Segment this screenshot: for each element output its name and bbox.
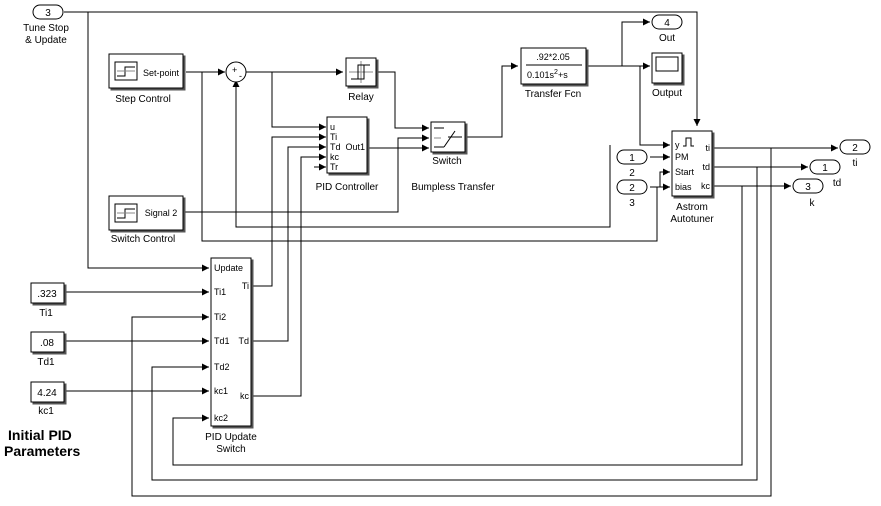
- wires: [64, 11, 838, 497]
- astrom-label-1: Astrom: [676, 202, 708, 213]
- tune-stop-value: 3: [45, 8, 51, 19]
- astrom-port-pm: PM: [675, 152, 689, 162]
- tune-stop-inport[interactable]: 3 Tune Stop & Update: [23, 4, 69, 46]
- constant-td1-label: Td1: [37, 357, 55, 368]
- switch-block[interactable]: Switch: [430, 121, 466, 167]
- pus-label-1: PID Update: [205, 432, 257, 443]
- inport-1-label: 2: [629, 168, 635, 179]
- astrom-port-ti: ti: [706, 143, 711, 153]
- outport-3-value: 3: [805, 182, 811, 193]
- relay-label: Relay: [348, 92, 374, 103]
- tf-numerator: .92*2.05: [536, 52, 570, 62]
- constant-ti1-value: .323: [37, 289, 57, 300]
- pid-port-kc: kc: [330, 152, 340, 162]
- astrom-label-2: Autotuner: [670, 214, 714, 225]
- tf-denominator: 0.101s2+s: [527, 69, 568, 80]
- transfer-fcn-block[interactable]: .92*2.05 0.101s2+s Transfer Fcn: [520, 47, 587, 100]
- pus-port-td1: Td1: [214, 336, 230, 346]
- out4-label: Out: [659, 33, 675, 44]
- pid-update-switch-block[interactable]: Update Ti1 Ti2 Td1 Td2 kc1 kc2 Ti Td kc …: [205, 257, 257, 455]
- pus-port-ti-out: Ti: [242, 281, 249, 291]
- bumpless-transfer-label: Bumpless Transfer: [411, 182, 495, 193]
- inport-2-label: 3: [629, 198, 635, 209]
- pus-port-td2: Td2: [214, 362, 230, 372]
- constant-td1-value: .08: [40, 338, 54, 349]
- pid-port-u: u: [330, 122, 335, 132]
- tf-denominator-b: +s: [558, 70, 568, 80]
- switch-control-label: Switch Control: [111, 234, 175, 245]
- pid-port-td: Td: [330, 142, 341, 152]
- inport-1[interactable]: 1 2: [616, 149, 648, 179]
- inport-2-value: 2: [629, 183, 635, 194]
- outport-3-label: k: [810, 198, 816, 209]
- sum-block[interactable]: + -: [225, 61, 247, 83]
- sum-plus: +: [232, 65, 237, 75]
- constant-kc1-label: kc1: [38, 406, 54, 417]
- switch-control-block[interactable]: Signal 2 Switch Control: [108, 195, 184, 245]
- astrom-autotuner-block[interactable]: y PM Start bias ti td kc Astrom Autotune…: [670, 130, 714, 225]
- constant-ti1-label: Ti1: [39, 308, 53, 319]
- pus-port-td-out: Td: [238, 336, 249, 346]
- relay-block[interactable]: Relay: [345, 57, 377, 103]
- signal-icon: [114, 203, 138, 223]
- pus-port-kc1: kc1: [214, 386, 228, 396]
- transfer-fcn-label: Transfer Fcn: [525, 89, 581, 100]
- outport-1-value: 1: [822, 163, 828, 174]
- pus-port-ti2: Ti2: [214, 312, 226, 322]
- constant-kc1-value: 4.24: [37, 388, 57, 399]
- step-control-block[interactable]: Set-point Step Control: [108, 53, 184, 105]
- tune-stop-label-2: & Update: [25, 35, 67, 46]
- switch-icon: [434, 127, 462, 148]
- pulse-icon: [683, 137, 694, 147]
- pid-port-out1: Out1: [345, 142, 365, 152]
- outport-2[interactable]: 2 ti: [839, 139, 871, 169]
- sum-minus: -: [239, 71, 242, 81]
- tf-denominator-a: 0.101s: [527, 70, 555, 80]
- scope-block[interactable]: Output: [651, 52, 683, 99]
- relay-icon: [349, 61, 373, 83]
- pid-port-tr: Tr: [330, 162, 338, 172]
- annotation-line-1: Initial PID: [8, 427, 72, 443]
- constant-kc1[interactable]: 4.24 kc1: [30, 381, 65, 417]
- outport-2-label: ti: [853, 158, 858, 169]
- pid-port-ti: Ti: [330, 132, 337, 142]
- inport-2[interactable]: 2 3: [616, 179, 648, 209]
- step-control-label: Step Control: [115, 94, 171, 105]
- scope-screen-icon: [655, 56, 679, 72]
- tune-stop-label: Tune Stop: [23, 23, 69, 34]
- outport-1-label: td: [833, 178, 841, 189]
- outport-2-value: 2: [852, 143, 858, 154]
- pus-port-ti1: Ti1: [214, 287, 226, 297]
- step-icon: [114, 61, 138, 81]
- scope-label: Output: [652, 88, 682, 99]
- pus-port-kc-out: kc: [240, 391, 250, 401]
- constant-td1[interactable]: .08 Td1: [30, 331, 65, 368]
- astrom-port-td: td: [702, 162, 710, 172]
- outport-1[interactable]: 1 td: [809, 159, 841, 189]
- switch-control-inner: Signal 2: [145, 208, 178, 218]
- tf-denominator-exp: 2: [554, 69, 558, 76]
- out4-value: 4: [664, 18, 670, 29]
- switch-label: Switch: [432, 156, 461, 167]
- annotation-line-2: Parameters: [4, 443, 80, 459]
- astrom-port-bias: bias: [675, 182, 692, 192]
- step-control-inner: Set-point: [143, 68, 180, 78]
- astrom-port-start: Start: [675, 167, 695, 177]
- astrom-port-kc: kc: [701, 181, 711, 191]
- pus-port-kc2: kc2: [214, 413, 228, 423]
- pid-controller-block[interactable]: u Ti Td kc Tr Out1 PID Controller: [316, 116, 379, 193]
- constant-ti1[interactable]: .323 Ti1: [30, 282, 65, 319]
- astrom-port-y: y: [675, 140, 680, 150]
- out4-outport[interactable]: 4 Out: [651, 14, 683, 44]
- outport-3[interactable]: 3 k: [792, 178, 824, 209]
- inport-1-value: 1: [629, 153, 635, 164]
- pus-label-2: Switch: [216, 444, 245, 455]
- pus-port-update: Update: [214, 263, 243, 273]
- pid-controller-label: PID Controller: [316, 182, 379, 193]
